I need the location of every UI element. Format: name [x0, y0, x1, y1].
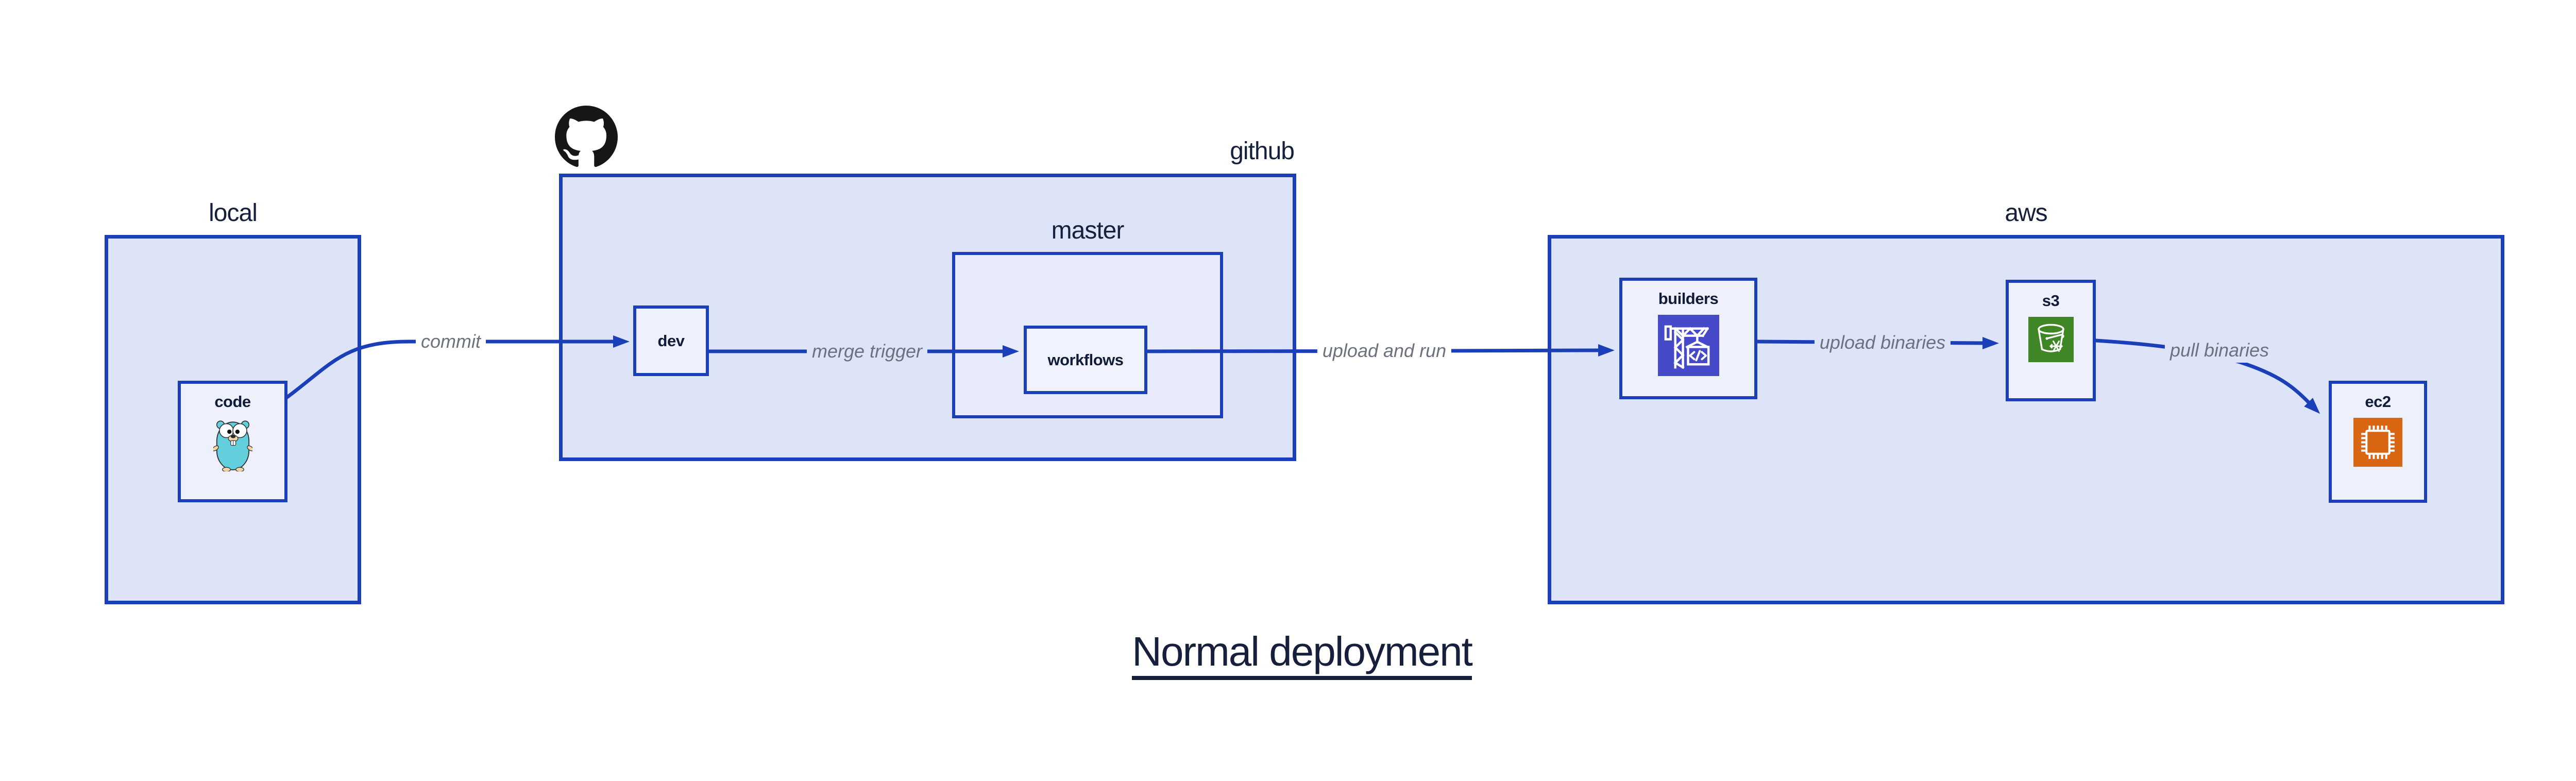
upload-binaries-edge-label: upload binaries — [1814, 330, 1951, 355]
workflows-node: workflows — [1024, 326, 1147, 394]
builders-node: builders — [1619, 278, 1757, 399]
dev-node: dev — [633, 305, 709, 376]
merge-trigger-edge-label: merge trigger — [806, 339, 928, 364]
go-gopher-icon — [212, 418, 253, 472]
builders-node-label: builders — [1658, 290, 1719, 308]
master-subgroup-label: master — [1051, 217, 1125, 244]
local-container-label: local — [209, 199, 258, 227]
s3-node: s3 — [2006, 280, 2096, 401]
diagram-title: Normal deployment — [0, 630, 2576, 680]
ec2-node-label: ec2 — [2365, 393, 2391, 411]
aws-container-label: aws — [2005, 199, 2047, 227]
workflows-node-label: workflows — [1047, 350, 1124, 369]
github-octocat-icon — [555, 106, 618, 168]
code-node: code — [178, 381, 287, 502]
dev-node-label: dev — [657, 331, 685, 350]
aws-ec2-icon — [2353, 418, 2402, 467]
commit-edge-label: commit — [416, 329, 486, 354]
github-container-label: github — [1230, 138, 1295, 165]
diagram-title-text: Normal deployment — [1132, 630, 1473, 680]
commit-edge — [284, 335, 630, 400]
code-node-label: code — [214, 393, 251, 411]
pull-binaries-edge-label: pull binaries — [2164, 338, 2275, 363]
s3-node-label: s3 — [2042, 292, 2060, 310]
aws-s3-glacier-icon — [2028, 317, 2074, 362]
ec2-node: ec2 — [2329, 381, 2427, 503]
upload-and-run-edge-label: upload and run — [1317, 338, 1452, 363]
aws-codebuild-icon — [1657, 315, 1719, 376]
